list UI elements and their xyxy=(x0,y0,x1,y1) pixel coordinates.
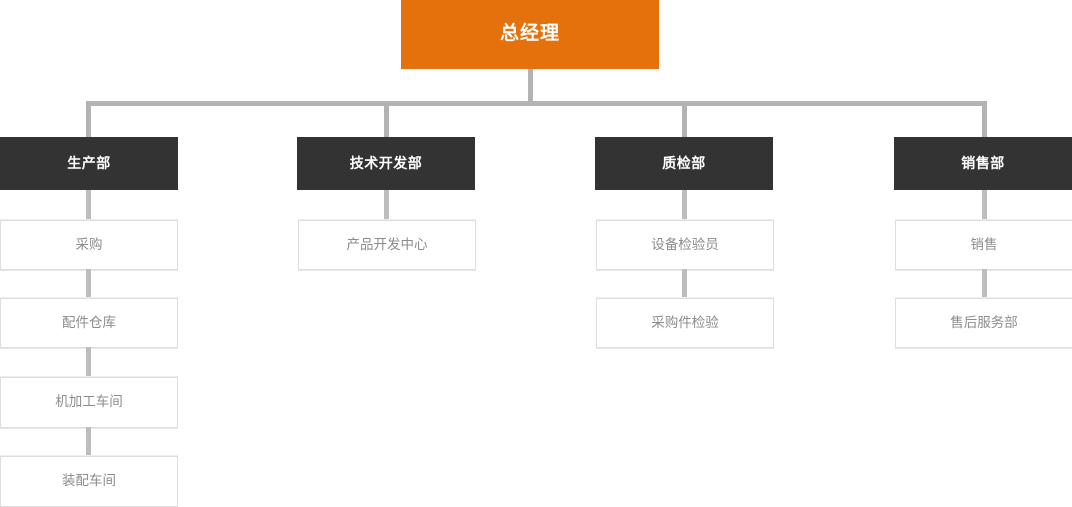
org-node-department-3-label: 质检部 xyxy=(662,155,706,172)
org-node-root[interactable]: 总经理 xyxy=(401,0,659,69)
connector-dept4-child2 xyxy=(982,269,987,299)
connector-dept2-child1 xyxy=(384,190,389,221)
org-node-dept4-child-2-label: 售后服务部 xyxy=(950,314,1018,330)
connector-dept1-child4 xyxy=(86,427,91,457)
connector-drop-dept-4 xyxy=(982,101,987,138)
org-node-dept3-child-1-label: 设备检验员 xyxy=(651,236,719,252)
org-node-dept3-child-1[interactable]: 设备检验员 xyxy=(596,220,774,270)
connector-dept1-child2 xyxy=(86,269,91,299)
org-node-department-4[interactable]: 销售部 xyxy=(894,137,1072,190)
connector-dept4-child1 xyxy=(982,190,987,221)
connector-drop-dept-2 xyxy=(384,101,389,138)
org-node-dept4-child-1-label: 销售 xyxy=(970,236,998,252)
org-node-root-label: 总经理 xyxy=(499,23,560,45)
org-node-department-1-label: 生产部 xyxy=(67,155,111,172)
org-node-dept1-child-1[interactable]: 采购 xyxy=(0,220,178,270)
org-node-dept2-child-1[interactable]: 产品开发中心 xyxy=(298,220,476,270)
connector-drop-dept-1 xyxy=(86,101,91,138)
connector-root-stem xyxy=(528,69,533,105)
org-node-dept3-child-2[interactable]: 采购件检验 xyxy=(596,298,774,348)
org-node-department-4-label: 销售部 xyxy=(961,155,1005,172)
connector-dept1-child3 xyxy=(86,347,91,378)
org-node-dept3-child-2-label: 采购件检验 xyxy=(651,314,719,330)
org-node-department-3[interactable]: 质检部 xyxy=(595,137,773,190)
org-node-department-1[interactable]: 生产部 xyxy=(0,137,178,190)
connector-drop-dept-3 xyxy=(682,101,687,138)
org-node-dept1-child-1-label: 采购 xyxy=(75,236,103,252)
org-node-dept1-child-2[interactable]: 配件仓库 xyxy=(0,298,178,348)
connector-dept3-child2 xyxy=(682,269,687,299)
org-node-dept4-child-2[interactable]: 售后服务部 xyxy=(895,298,1072,348)
connector-dept3-child1 xyxy=(682,190,687,221)
org-node-department-2[interactable]: 技术开发部 xyxy=(297,137,475,190)
org-node-dept1-child-3-label: 机加工车间 xyxy=(55,394,123,410)
org-node-department-2-label: 技术开发部 xyxy=(349,155,423,172)
org-node-dept1-child-4-label: 装配车间 xyxy=(62,473,116,489)
org-node-dept1-child-3[interactable]: 机加工车间 xyxy=(0,377,178,428)
org-node-dept1-child-2-label: 配件仓库 xyxy=(62,314,116,330)
connector-horizontal-bus xyxy=(86,101,987,106)
org-node-dept4-child-1[interactable]: 销售 xyxy=(895,220,1072,270)
org-node-dept2-child-1-label: 产品开发中心 xyxy=(346,236,428,252)
connector-dept1-child1 xyxy=(86,190,91,221)
org-node-dept1-child-4[interactable]: 装配车间 xyxy=(0,456,178,507)
